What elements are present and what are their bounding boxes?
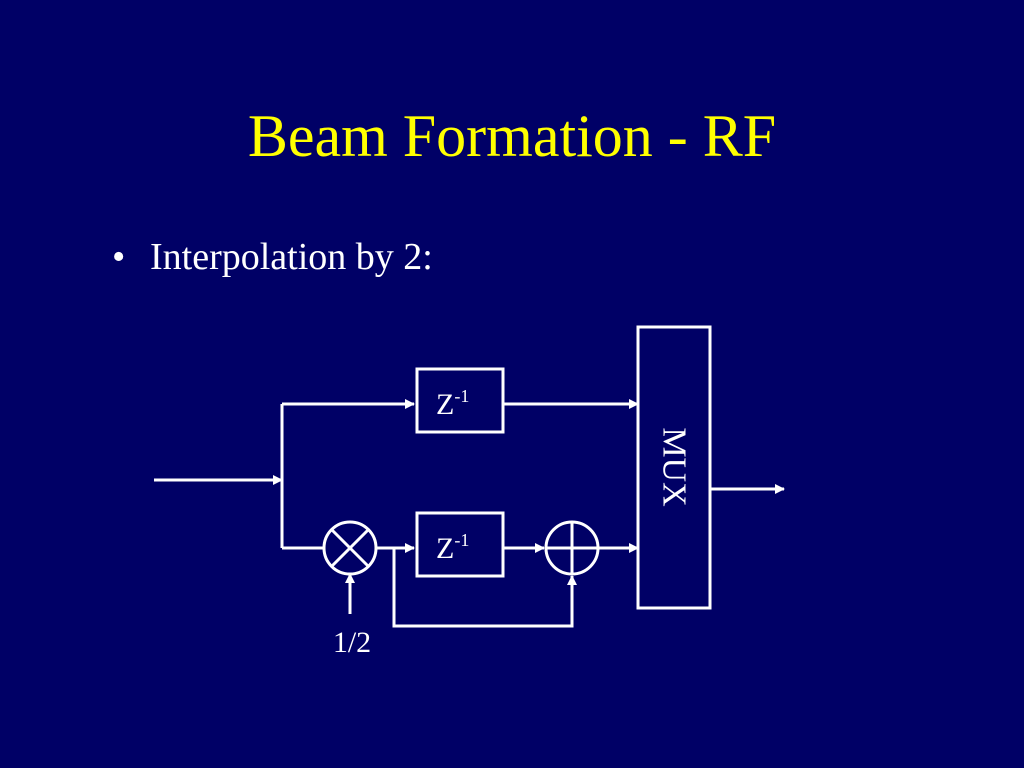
bullet-marker: • — [112, 236, 126, 278]
delay-block-top — [415, 367, 505, 434]
mux-block — [636, 325, 712, 610]
bypass-path — [392, 548, 577, 628]
multiplier-symbol — [322, 520, 378, 576]
delay-block-bottom — [415, 511, 505, 578]
gain-label: 1/2 — [333, 626, 371, 659]
bullet-item: • Interpolation by 2: — [112, 232, 433, 282]
bullet-text: Interpolation by 2: — [150, 236, 433, 278]
slide-title: Beam Formation - RF — [247, 103, 777, 169]
delay-label-bottom: Z-1 — [436, 530, 469, 565]
adder-symbol — [544, 520, 600, 576]
delay-label-top: Z-1 — [436, 386, 469, 421]
mux-label: MUX — [656, 427, 693, 506]
